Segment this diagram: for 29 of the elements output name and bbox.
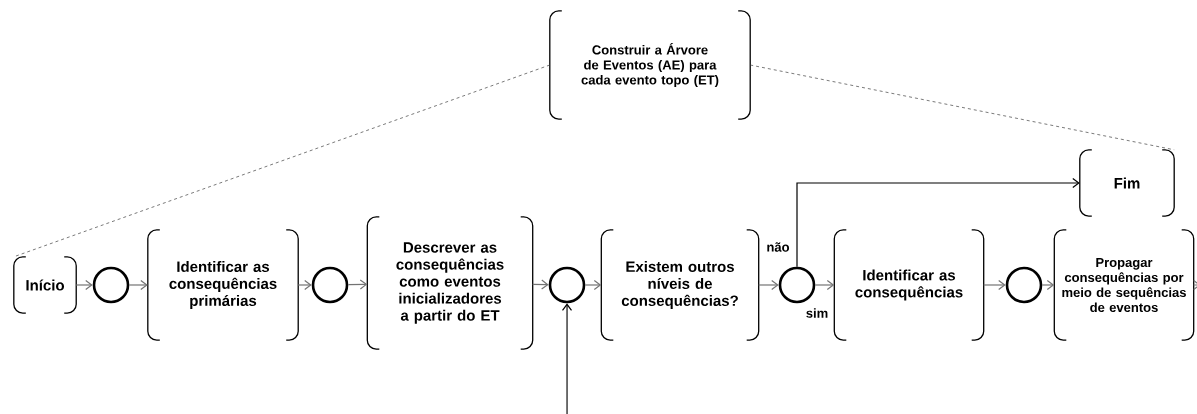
arrow <box>796 177 1080 268</box>
arrow <box>983 279 1006 291</box>
arrow <box>584 279 602 291</box>
dashed-line <box>749 64 1175 151</box>
arrow <box>561 303 573 414</box>
process-box: Propagar consequências por meio de sequências de eventos <box>1053 229 1195 341</box>
process-box: Fim <box>1079 149 1175 217</box>
junction-circle <box>548 266 586 304</box>
process-box: Construir a Árvore de Eventos (AE) para cada evento topo (ET) <box>549 10 751 120</box>
edge-label: sim <box>804 307 830 319</box>
process-box: Descrever as consequências como eventos inicializadores a partir do ET <box>366 216 534 350</box>
junction-circle <box>1005 266 1043 304</box>
arrow <box>128 279 148 291</box>
arrow <box>532 279 549 290</box>
junction-circle <box>92 266 130 304</box>
arrow <box>758 279 779 291</box>
dashed-line <box>13 64 551 258</box>
arrow <box>814 279 835 291</box>
process-box: Existem outros níveis de consequências? <box>600 229 760 341</box>
process-box: Identificar as consequências primárias <box>147 229 299 341</box>
junction-circle <box>778 266 816 304</box>
arrow <box>347 279 368 290</box>
junction-circle <box>311 266 349 304</box>
arrow <box>297 279 312 291</box>
arrow <box>75 279 93 291</box>
edge-label: não <box>765 241 791 253</box>
process-box: Identificar as consequências <box>833 229 985 341</box>
process-box: Início <box>13 256 77 314</box>
arrow <box>1041 279 1055 291</box>
